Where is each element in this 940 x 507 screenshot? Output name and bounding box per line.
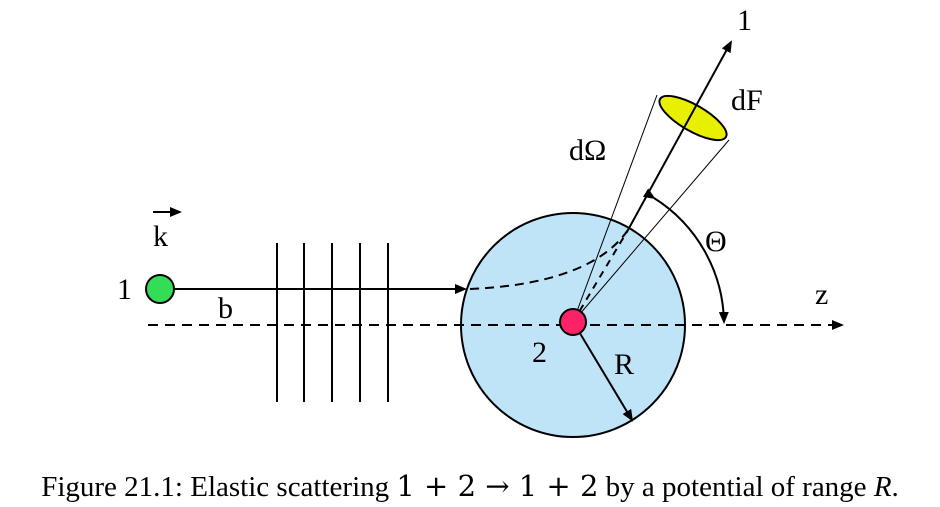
particle-1	[145, 274, 175, 304]
particle-2	[559, 308, 587, 336]
cone-edge	[572, 94, 658, 323]
angle-arc	[642, 188, 729, 324]
figure-caption: Figure 21.1: Elastic scattering 1 + 2 → …	[0, 468, 940, 504]
deflection-guide	[572, 229, 629, 323]
angle-label: Θ	[705, 225, 727, 258]
detector-area-label: dF	[731, 84, 763, 117]
solid-angle-label: dΩ	[569, 134, 606, 167]
particle-2-label: 2	[532, 336, 547, 369]
caption-reaction: 1 + 2 → 1 + 2	[396, 469, 599, 503]
impact-parameter-label: b	[218, 292, 233, 325]
deflected-path	[469, 229, 629, 290]
outgoing-particle-label: 1	[737, 4, 752, 37]
radius-arrow	[574, 324, 634, 422]
caption-range-symbol: R	[873, 471, 892, 503]
z-axis-label: z	[815, 278, 828, 311]
caption-suffix: .	[891, 471, 899, 503]
radius-label: R	[614, 348, 634, 381]
wavefronts	[276, 243, 389, 402]
particle-1-label: 1	[117, 273, 132, 306]
caption-middle: by a potential of range	[598, 471, 874, 503]
wave-vector-label: k	[153, 220, 168, 253]
caption-prefix: Figure 21.1: Elastic scattering	[41, 471, 397, 503]
detector-area	[658, 94, 728, 142]
